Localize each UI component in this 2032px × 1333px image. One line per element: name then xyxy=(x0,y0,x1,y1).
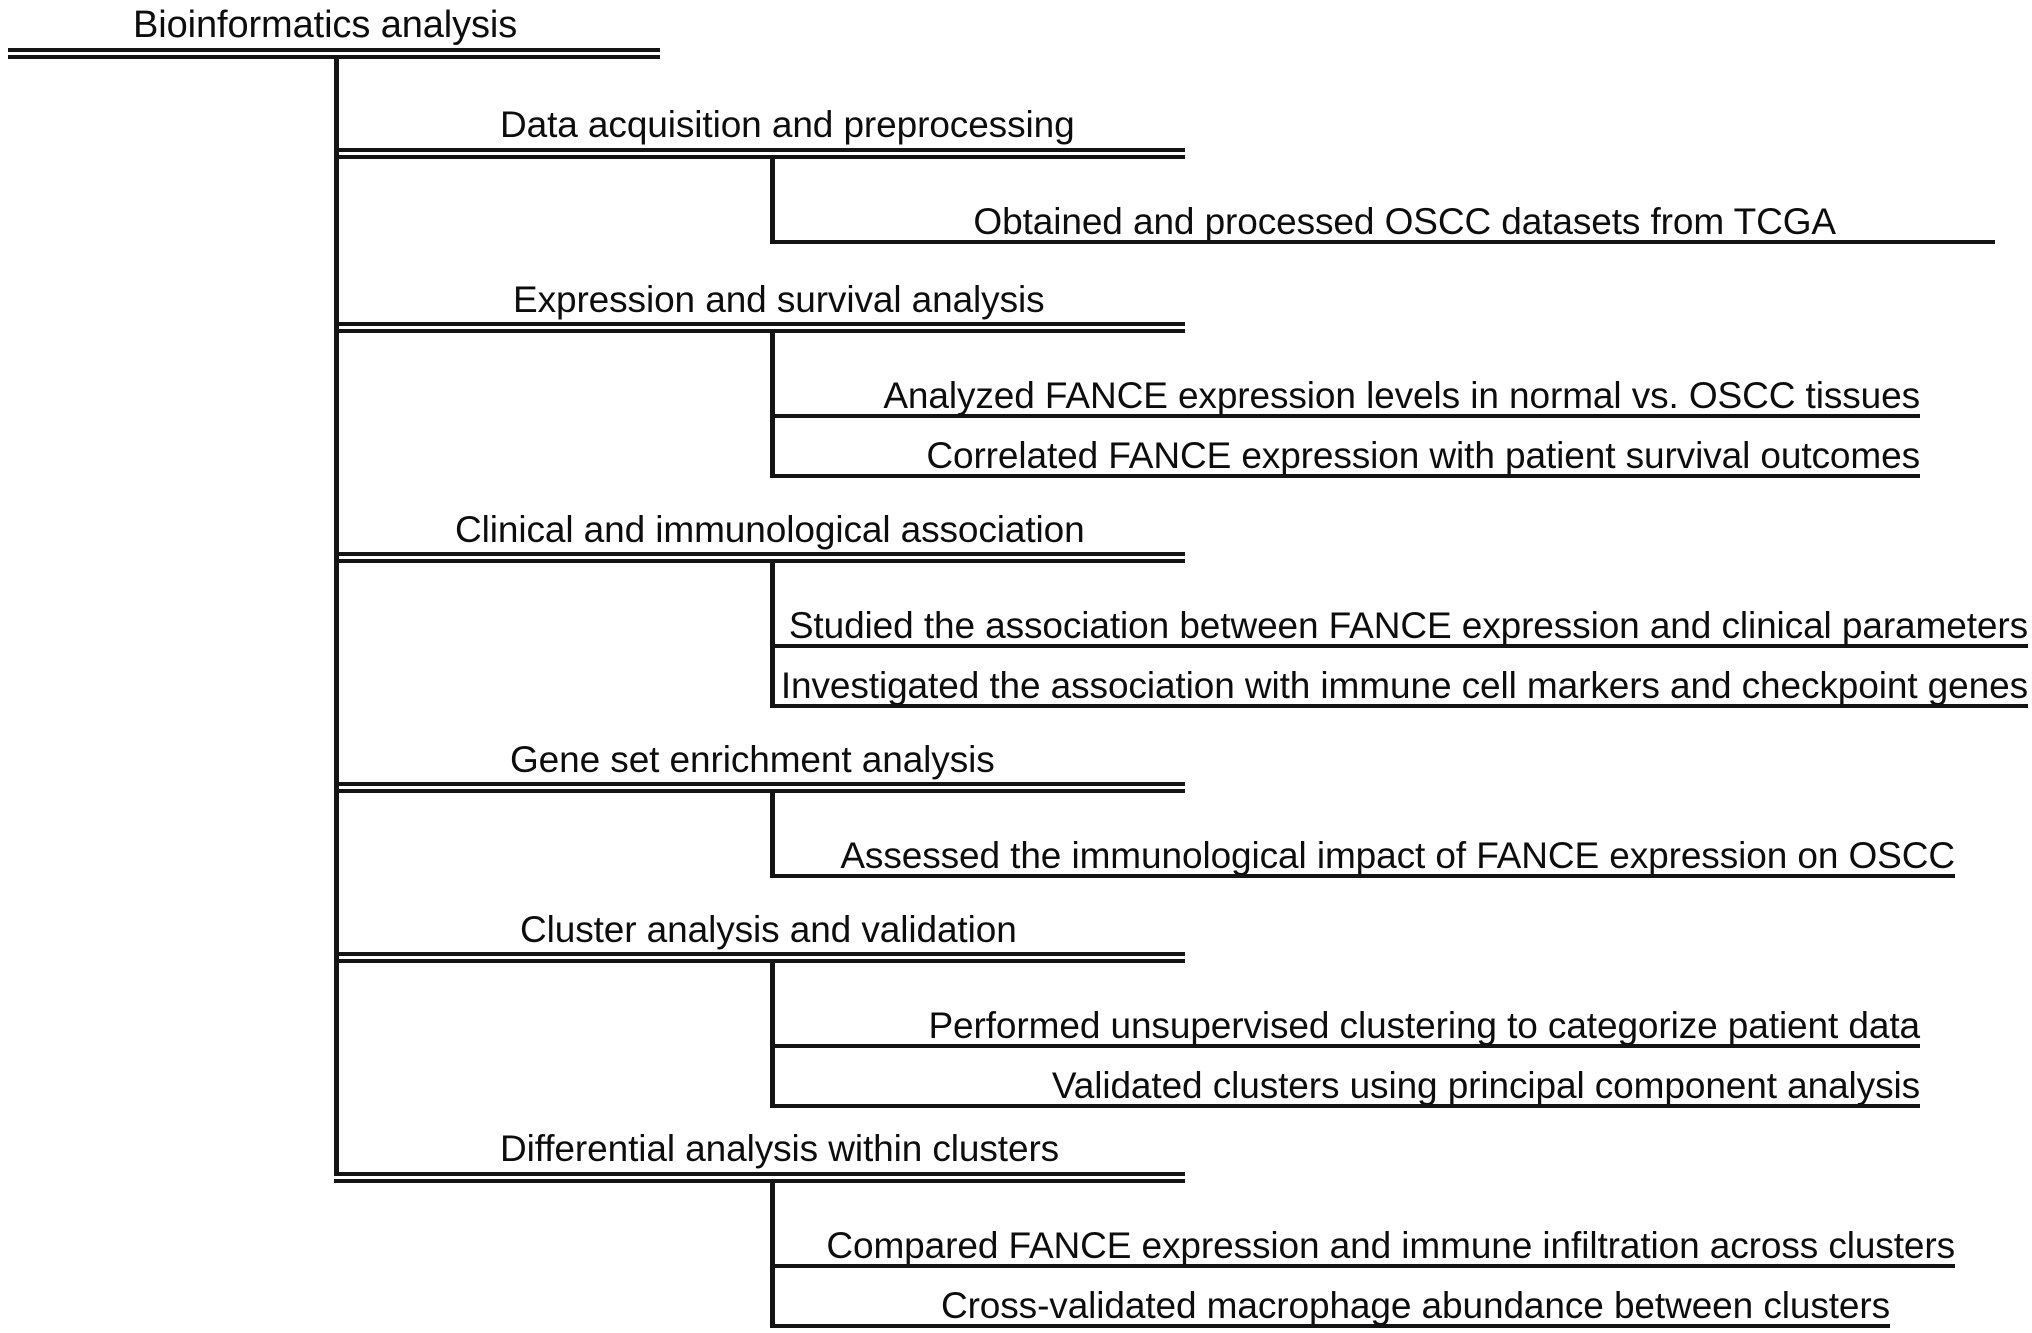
leaf-underline-investigated-immune-markers xyxy=(770,704,2028,708)
category-label-expression-survival: Expression and survival analysis xyxy=(513,279,1045,320)
trunk-vertical-line xyxy=(334,59,339,1172)
leaf-label-cross-validated-macrophage: Cross-validated macrophage abundance bet… xyxy=(940,1285,1890,1326)
leaf-label-analyzed-fance-expression: Analyzed FANCE expression levels in norm… xyxy=(883,375,1920,416)
category-label-clinical-immunological: Clinical and immunological association xyxy=(455,509,1085,550)
branch-vertical-differential-analysis xyxy=(770,1183,775,1328)
branch-vertical-expression-survival xyxy=(770,333,775,478)
leaf-underline-validated-clusters-pca xyxy=(770,1104,1920,1108)
leaf-underline-cross-validated-macrophage xyxy=(770,1324,1890,1328)
leaf-underline-studied-association-clinical xyxy=(770,644,2028,648)
category-label-cluster-analysis: Cluster analysis and validation xyxy=(520,909,1017,950)
category-underline-expression-survival xyxy=(334,322,1185,333)
leaf-underline-compared-fance-immune-infiltration xyxy=(770,1264,1955,1268)
leaf-label-compared-fance-immune-infiltration: Compared FANCE expression and immune inf… xyxy=(826,1225,1955,1266)
category-underline-cluster-analysis xyxy=(334,952,1185,963)
leaf-underline-performed-unsupervised-clustering xyxy=(770,1044,1920,1048)
category-underline-differential-analysis xyxy=(334,1172,1185,1183)
branch-vertical-data-acquisition xyxy=(770,159,775,244)
branch-vertical-cluster-analysis xyxy=(770,963,775,1108)
leaf-underline-correlated-fance-survival xyxy=(770,474,1920,478)
leaf-underline-assessed-immunological-impact xyxy=(770,874,1955,878)
category-underline-data-acquisition xyxy=(334,148,1185,159)
leaf-underline-obtained-processed-oscc xyxy=(770,240,1995,244)
diagram-title: Bioinformatics analysis xyxy=(133,4,518,46)
leaf-label-performed-unsupervised-clustering: Performed unsupervised clustering to cat… xyxy=(928,1005,1920,1046)
leaf-label-validated-clusters-pca: Validated clusters using principal compo… xyxy=(1051,1065,1920,1106)
branch-vertical-clinical-immunological xyxy=(770,563,775,708)
leaf-underline-analyzed-fance-expression xyxy=(770,414,1920,418)
category-label-gene-set-enrichment: Gene set enrichment analysis xyxy=(510,739,995,780)
root-underline xyxy=(8,48,660,59)
leaf-label-investigated-immune-markers: Investigated the association with immune… xyxy=(780,665,2028,706)
leaf-label-obtained-processed-oscc: Obtained and processed OSCC datasets fro… xyxy=(973,201,1836,242)
category-label-differential-analysis: Differential analysis within clusters xyxy=(500,1128,1060,1169)
leaf-label-correlated-fance-survival: Correlated FANCE expression with patient… xyxy=(926,435,1920,476)
category-underline-gene-set-enrichment xyxy=(334,782,1185,793)
leaf-label-assessed-immunological-impact: Assessed the immunological impact of FAN… xyxy=(840,835,1955,876)
leaf-label-studied-association-clinical: Studied the association between FANCE ex… xyxy=(788,605,2028,646)
category-underline-clinical-immunological xyxy=(334,552,1185,563)
branch-vertical-gene-set-enrichment xyxy=(770,793,775,878)
category-label-data-acquisition: Data acquisition and preprocessing xyxy=(500,104,1075,145)
